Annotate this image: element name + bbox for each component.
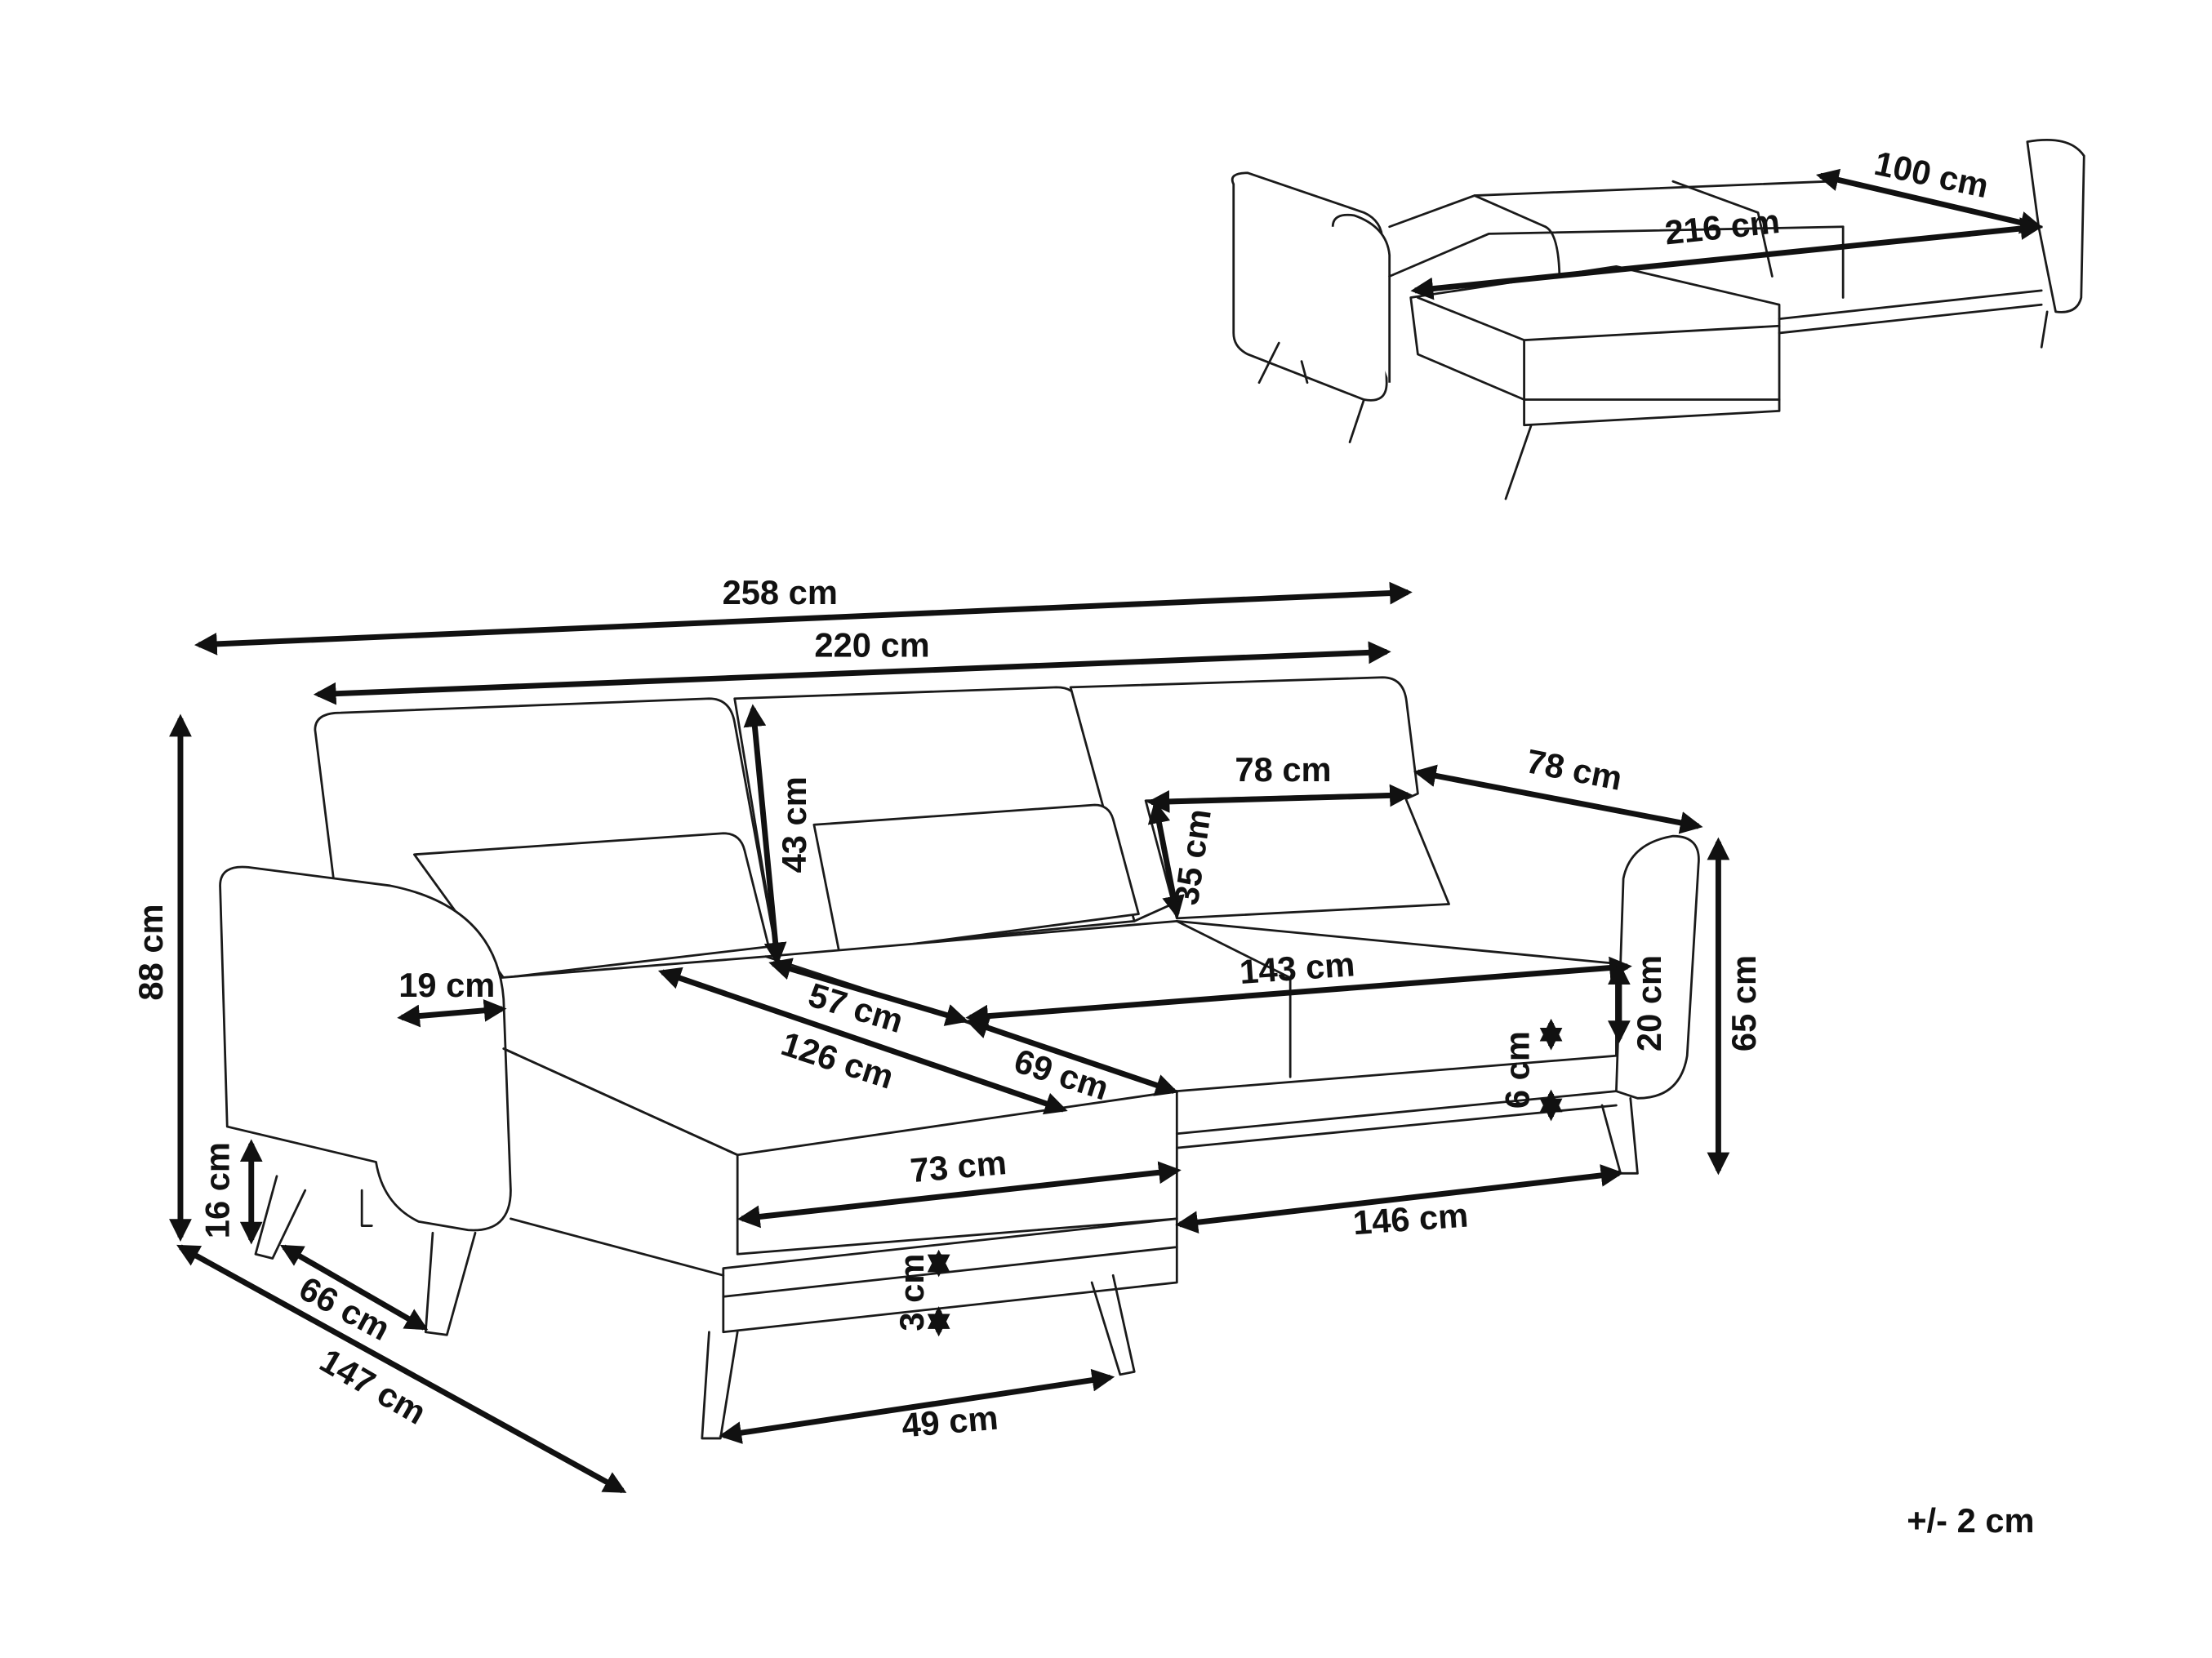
label-chaise-width: 73 cm	[909, 1143, 1008, 1189]
label-leg-height: 16 cm	[198, 1142, 237, 1238]
label-bed-width: 100 cm	[1872, 144, 1992, 205]
label-seat-width: 143 cm	[1238, 945, 1355, 991]
label-cushion-width: 78 cm	[1235, 750, 1331, 789]
label-armrest-above-seat: 20 cm	[1630, 955, 1668, 1051]
label-leg-spacing: 49 cm	[900, 1398, 999, 1445]
label-armrest-height: 65 cm	[1725, 955, 1763, 1051]
label-armrest-width: 19 cm	[398, 966, 495, 1004]
label-bed-length: 216 cm	[1663, 202, 1782, 252]
label-armrest-depth-right: 78 cm	[1524, 741, 1626, 798]
label-backrest-height: 43 cm	[775, 776, 813, 873]
tolerance-note: +/- 2 cm	[1907, 1501, 2034, 1540]
label-chaise-gap: 3 cm	[892, 1254, 931, 1331]
label-total-height: 88 cm	[131, 904, 170, 1000]
dimension-arrows	[169, 168, 2044, 1494]
label-overall-width: 258 cm	[723, 573, 838, 611]
label-base-gap: 6 cm	[1498, 1031, 1536, 1109]
label-base-width: 146 cm	[1351, 1195, 1469, 1242]
sofa-illustration	[219, 676, 1700, 1440]
label-sofa-width: 220 cm	[814, 625, 929, 664]
